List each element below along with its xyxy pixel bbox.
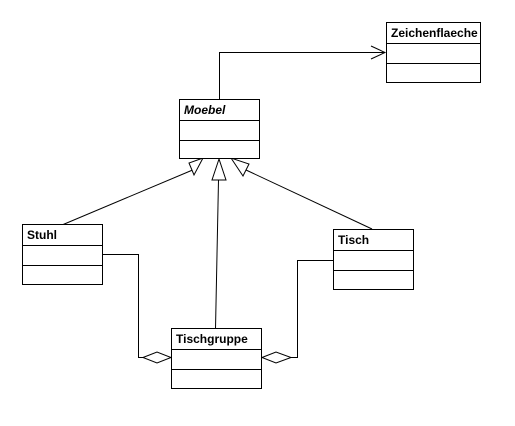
diamond-tisch: [260, 351, 293, 364]
class-name: Tischgruppe: [172, 329, 261, 350]
attributes-section: [334, 251, 413, 271]
operations-section: [180, 141, 259, 160]
generalization-tisch-moebel: [245, 169, 373, 230]
class-name: Stuhl: [23, 225, 102, 246]
generalization-stuhl-moebel: [61, 168, 196, 226]
class-name: Moebel: [180, 100, 259, 121]
diamond-stuhl: [141, 351, 173, 364]
attributes-section: [180, 121, 259, 141]
class-stuhl[interactable]: Stuhl: [22, 224, 103, 285]
class-name: Zeichenflaeche: [387, 23, 480, 44]
class-zeichenflaeche[interactable]: Zeichenflaeche: [386, 22, 481, 83]
triangle-head-stuhl: [188, 157, 205, 177]
operations-section: [23, 266, 102, 285]
attributes-section: [172, 350, 261, 370]
class-name: Tisch: [334, 230, 413, 251]
operations-section: [172, 370, 261, 389]
triangle-head-tisch: [229, 157, 250, 177]
class-tisch[interactable]: Tisch: [333, 229, 414, 290]
generalization-tischgruppe-moebel: [215, 179, 219, 330]
attributes-section: [23, 246, 102, 266]
class-tischgruppe[interactable]: Tischgruppe: [171, 328, 262, 389]
attributes-section: [387, 44, 480, 64]
aggregation-tisch-tischgruppe: [291, 260, 334, 358]
triangle-head-tischgruppe: [211, 157, 227, 181]
open-arrowhead: [370, 45, 387, 60]
aggregation-stuhl-tischgruppe: [102, 254, 143, 358]
class-moebel[interactable]: Moebel: [179, 99, 260, 159]
association-moebel-zeichenflaeche: [219, 52, 384, 99]
operations-section: [387, 64, 480, 83]
operations-section: [334, 271, 413, 290]
